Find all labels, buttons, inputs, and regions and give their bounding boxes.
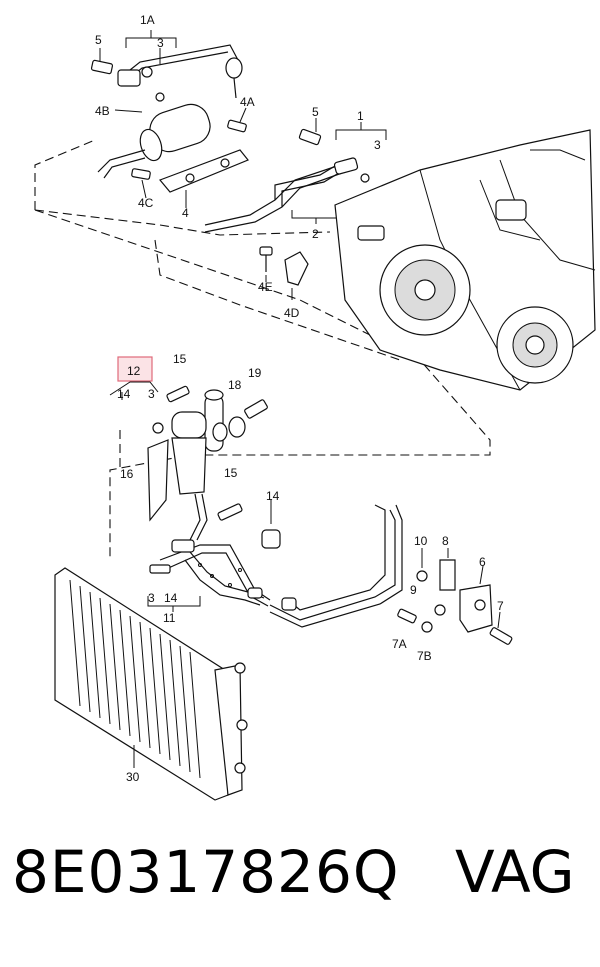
label-16: 16 <box>120 467 134 481</box>
label-3-bottom: 3 <box>148 591 155 605</box>
label-7a: 7A <box>392 637 407 651</box>
label-4c: 4C <box>138 196 154 210</box>
label-6: 6 <box>479 555 486 569</box>
label-14-mid: 14 <box>266 489 280 503</box>
label-15-mid: 15 <box>224 466 238 480</box>
label-4a: 4A <box>240 95 255 109</box>
label-3-mid: 3 <box>374 138 381 152</box>
callout-labels: 1A 5 3 4B 4A 4C 4 5 1 3 2 4E 4D 12 15 14… <box>95 13 504 784</box>
label-7b: 7B <box>417 649 432 663</box>
dashed-frame-lines <box>34 139 491 560</box>
label-2: 2 <box>312 227 319 241</box>
brand-label: VAG <box>455 838 575 906</box>
label-1a: 1A <box>140 13 155 27</box>
label-4d: 4D <box>284 306 300 320</box>
label-5-mid: 5 <box>312 105 319 119</box>
label-11: 11 <box>163 611 176 625</box>
label-12: 12 <box>127 364 141 378</box>
footer: 8E0317826Q VAG <box>0 838 600 948</box>
label-10: 10 <box>414 534 428 548</box>
label-9: 9 <box>410 583 417 597</box>
transmission-housing <box>334 129 596 391</box>
lower-drier-assembly <box>109 381 268 541</box>
clip-parts-4e-4d <box>259 246 309 300</box>
hose-lines <box>147 500 403 628</box>
label-3-top: 3 <box>157 36 164 50</box>
label-8: 8 <box>442 534 449 548</box>
condenser-radiator <box>54 567 248 801</box>
label-15-top: 15 <box>173 352 187 366</box>
label-4e: 4E <box>258 280 273 294</box>
upper-drier-assembly <box>90 30 249 208</box>
part-number: 8E0317826Q <box>12 838 400 906</box>
label-14-bottom: 14 <box>164 591 178 605</box>
pipe-set <box>204 118 387 233</box>
label-4: 4 <box>182 206 189 220</box>
ac-system-exploded-diagram: 1A 5 3 4B 4A 4C 4 5 1 3 2 4E 4D 12 15 14… <box>34 13 596 801</box>
label-5-top: 5 <box>95 33 102 47</box>
label-1: 1 <box>357 109 364 123</box>
label-19: 19 <box>248 366 262 380</box>
highlight-box-12 <box>117 356 153 382</box>
label-18: 18 <box>228 378 242 392</box>
label-30: 30 <box>126 770 140 784</box>
label-3-drier: 3 <box>148 387 155 401</box>
label-7: 7 <box>497 599 504 613</box>
label-14-left: 14 <box>117 387 131 401</box>
bracket-parts <box>397 548 513 645</box>
label-4b: 4B <box>95 104 110 118</box>
